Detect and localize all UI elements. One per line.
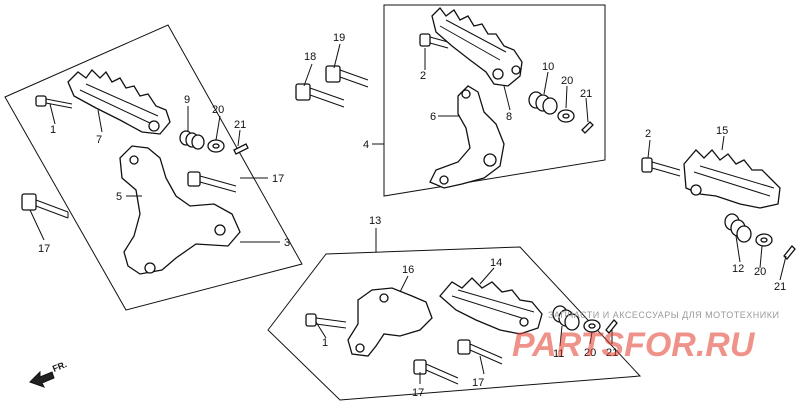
callout-10: 10 <box>542 61 554 73</box>
left-step-assembly <box>35 69 249 275</box>
spring-12 <box>724 213 752 243</box>
bolt-17-left <box>21 193 69 219</box>
bottom-step-assembly <box>305 277 618 357</box>
cotter-pin-21 <box>233 143 249 155</box>
callout-5: 5 <box>116 191 122 203</box>
callout-21-top: 21 <box>580 88 592 100</box>
callout-7: 7 <box>96 134 102 146</box>
callout-1-bottom: 1 <box>322 337 328 349</box>
bolt-17-head <box>187 171 201 187</box>
bolt-2-head <box>419 33 431 47</box>
callout-12: 12 <box>732 263 744 275</box>
right-step-assembly <box>641 149 796 260</box>
callout-3: 3 <box>284 237 290 249</box>
bolt-1b-head <box>305 313 317 327</box>
callout-17: 17 <box>272 173 284 185</box>
group-frame-left <box>4 24 303 311</box>
callout-17-bottom-b: 17 <box>412 387 424 399</box>
bracket-16 <box>347 287 433 357</box>
callout-15: 15 <box>716 125 728 137</box>
arrow-icon <box>29 370 55 388</box>
top-step-assembly <box>419 7 594 189</box>
bolt-19 <box>325 65 369 88</box>
callout-2: 2 <box>420 70 426 82</box>
callout-20-bottom: 20 <box>584 347 596 359</box>
callout-11: 11 <box>553 348 564 360</box>
callout-20-right: 20 <box>754 266 766 278</box>
watermark-tagline: ЗАПЧАСТИ И АКСЕССУАРЫ ДЛЯ МОТОТЕХНИКИ <box>548 310 779 320</box>
cotter-pin-21-bottom <box>605 319 618 334</box>
watermark: ЗАПЧАСТИ И АКСЕССУАРЫ ДЛЯ МОТОТЕХНИКИ PA… <box>512 310 779 364</box>
leader-lines <box>29 43 787 384</box>
callout-20: 20 <box>212 104 224 116</box>
callout-20-top: 20 <box>561 75 573 87</box>
bolt-18 <box>295 83 345 108</box>
bolt-head <box>35 95 47 107</box>
direction-label: FR. <box>51 359 68 374</box>
group-frame-bottom <box>267 246 642 401</box>
callout-9: 9 <box>184 94 190 106</box>
bolt-17-bottom-a <box>457 339 503 365</box>
callout-21-right: 21 <box>774 281 786 293</box>
callout-19: 19 <box>333 32 345 44</box>
callout-13: 13 <box>369 215 381 227</box>
callout-6: 6 <box>430 111 436 123</box>
callout-labels: 1 7 9 20 21 17 5 3 17 18 19 4 2 6 8 10 2… <box>38 32 786 399</box>
callout-17-left: 17 <box>38 243 50 255</box>
callout-14: 14 <box>490 257 502 269</box>
footpeg-7 <box>67 69 171 135</box>
callout-1: 1 <box>50 124 56 136</box>
spring-11 <box>552 305 580 331</box>
bolt-2b-head <box>641 157 653 173</box>
footpeg-15 <box>683 149 781 209</box>
bolt-17-bottom-b <box>413 359 459 385</box>
bracket-6 <box>429 85 505 189</box>
group-frame-top <box>383 4 606 197</box>
callout-21-bottom: 21 <box>606 347 618 359</box>
spring-10 <box>528 91 558 115</box>
callout-16: 16 <box>402 264 414 276</box>
front-direction-arrow: FR. <box>29 359 68 388</box>
callout-2-right: 2 <box>645 128 651 140</box>
callout-4: 4 <box>363 139 369 151</box>
spring-9 <box>179 130 205 150</box>
watermark-logo: PARTSFOR.RU <box>512 326 756 364</box>
cotter-pin-21-top <box>581 121 594 134</box>
callout-17-bottom-a: 17 <box>472 377 484 389</box>
callout-18: 18 <box>304 51 316 63</box>
callout-21: 21 <box>234 119 246 131</box>
bracket-5 <box>119 145 241 275</box>
callout-8: 8 <box>506 111 512 123</box>
